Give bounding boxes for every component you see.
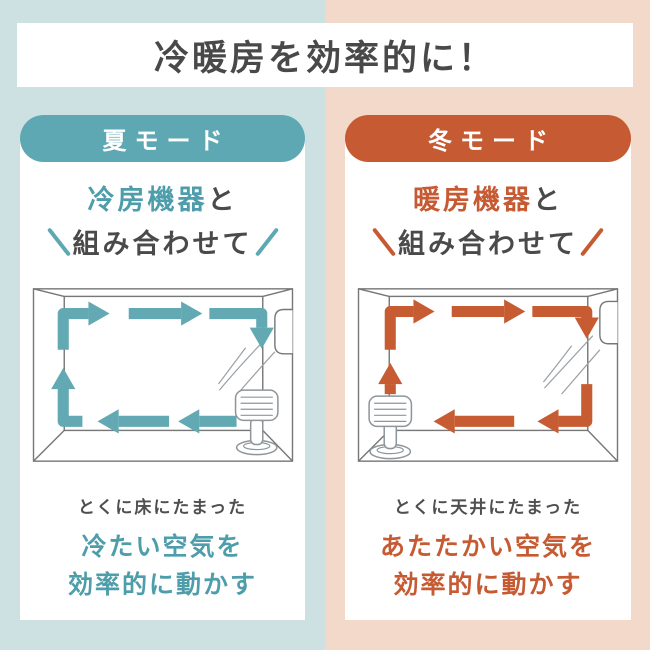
perspective-line (32, 288, 64, 298)
winter-highlight-line1: あたたかい空気を (379, 532, 596, 562)
door-icon (599, 300, 618, 345)
slash-right-icon (254, 226, 279, 257)
summer-combine-line: 組み合わせて (46, 222, 279, 261)
summer-highlight-line2: 効率的に動かす (67, 569, 257, 599)
winter-card: 冬モード 暖房機器と 組み合わせて (345, 115, 631, 620)
circulator-fan-icon (234, 389, 279, 456)
winter-note-text: とくに天井にたまった (393, 498, 583, 519)
summer-highlight-line1: 冷たい空気を (81, 532, 244, 562)
door-icon (273, 308, 292, 355)
summer-device-line: 冷房機器と (88, 183, 238, 218)
winter-particle-text: と (533, 185, 563, 216)
slash-right-icon (579, 226, 605, 257)
summer-mode-badge: 夏モード (20, 115, 305, 162)
winter-combine-line: 組み合わせて (371, 222, 605, 261)
summer-card: 夏モード 冷房機器と 組み合わせて (20, 115, 305, 620)
perspective-line (587, 288, 618, 298)
room-outline (32, 288, 293, 462)
summer-device-text: 冷房機器 (87, 185, 208, 216)
winter-mode-badge: 冬モード (345, 115, 631, 162)
circulator-fan-icon (368, 395, 413, 460)
airflow-wind-lines (217, 337, 275, 396)
summer-mode-badge-label: 夏モード (102, 127, 231, 155)
airflow-arrows (50, 301, 274, 434)
slash-left-icon (46, 226, 71, 257)
title-banner: 冷暖房を効率的に！ (17, 23, 633, 87)
perspective-line (358, 288, 390, 298)
winter-combine-text: 組み合わせて (398, 229, 578, 261)
winter-device-text: 暖房機器 (413, 185, 533, 216)
airflow-wind-lines (542, 335, 601, 395)
slash-left-icon (371, 226, 397, 257)
winter-device-line: 暖房機器と (413, 183, 563, 218)
summer-note-text: とくに床にたまった (77, 498, 248, 519)
perspective-line (261, 430, 293, 462)
summer-combine-text: 組み合わせて (72, 229, 253, 261)
airflow-arrows (378, 299, 599, 434)
winter-highlight-text: あたたかい空気を 効率的に動かす (380, 528, 596, 603)
back-wall (63, 295, 263, 432)
perspective-line (587, 430, 618, 462)
summer-highlight-text: 冷たい空気を 効率的に動かす (68, 528, 257, 603)
summer-airflow-diagram (32, 288, 293, 462)
winter-airflow-diagram (357, 288, 619, 462)
page-title: 冷暖房を効率的に！ (153, 38, 496, 79)
perspective-line (32, 430, 65, 462)
perspective-line (262, 288, 293, 298)
summer-particle-text: と (207, 185, 238, 216)
winter-mode-badge-label: 冬モード (428, 127, 556, 155)
winter-highlight-line2: 効率的に動かす (393, 569, 583, 599)
